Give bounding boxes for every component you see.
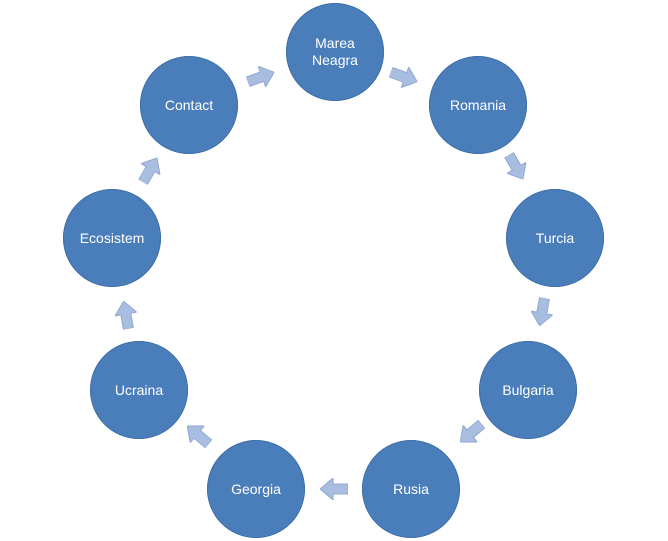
arrow-icon-rusia-to-georgia (320, 478, 348, 500)
node-label-turcia: Turcia (535, 229, 575, 246)
node-turcia[interactable]: Turcia (506, 189, 604, 287)
node-label-georgia: Georgia (231, 480, 281, 497)
arrow-icon-contact-to-marea-neagra (244, 62, 278, 92)
node-label-rusia: Rusia (393, 480, 429, 497)
arrow-icon-bulgaria-to-rusia (453, 416, 489, 451)
node-rusia[interactable]: Rusia (362, 440, 460, 538)
node-marea-neagra[interactable]: Marea Neagra (286, 3, 384, 101)
node-ucraina[interactable]: Ucraina (90, 341, 188, 439)
arrow-icon-ecosistem-to-contact (133, 152, 166, 187)
node-label-ecosistem: Ecosistem (79, 229, 145, 246)
node-label-contact: Contact (164, 96, 214, 113)
node-ecosistem[interactable]: Ecosistem (63, 189, 161, 287)
node-label-romania: Romania (449, 96, 507, 113)
arrow-icon-georgia-to-ucraina (180, 418, 216, 453)
arrow-icon-turcia-to-bulgaria (529, 296, 556, 327)
node-bulgaria[interactable]: Bulgaria (479, 341, 577, 439)
node-label-ucraina: Ucraina (114, 381, 164, 398)
node-label-bulgaria: Bulgaria (502, 381, 554, 398)
arrow-icon-ucraina-to-ecosistem (113, 299, 140, 331)
arrow-icon-romania-to-turcia (499, 149, 532, 184)
node-label-marea-neagra: Marea Neagra (312, 35, 358, 68)
arrow-icon-marea-neagra-to-romania (387, 62, 421, 92)
node-georgia[interactable]: Georgia (207, 440, 305, 538)
node-contact[interactable]: Contact (140, 56, 238, 154)
node-romania[interactable]: Romania (429, 56, 527, 154)
